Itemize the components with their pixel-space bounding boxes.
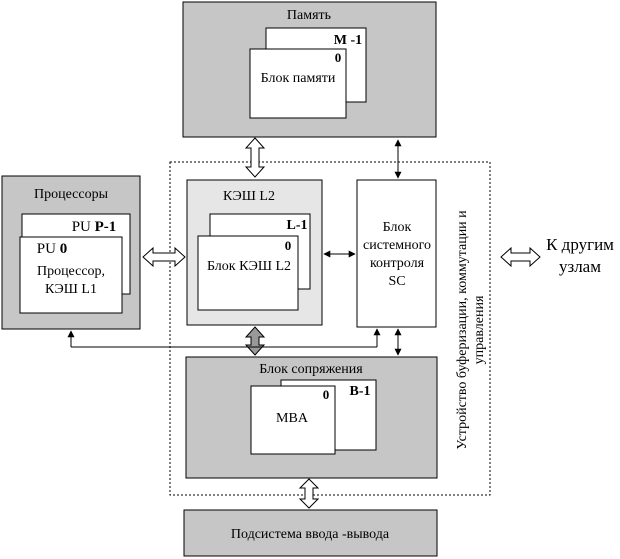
memory-bank-front — [249, 48, 347, 119]
cache-l2-index-last: L-1 — [287, 218, 308, 233]
processors-title: Процессоры — [34, 187, 109, 202]
switch-unit-line1: Устройство буферизации, коммутации и — [455, 210, 470, 450]
cache-l2-title: КЭШ L2 — [223, 189, 275, 204]
sc-line4: SC — [388, 274, 405, 289]
cache-interface-arrow — [244, 326, 266, 356]
cache-l2-index-first: 0 — [285, 238, 292, 253]
mba-label: MBA — [276, 411, 309, 426]
processor-front-label: PU 0 — [37, 241, 67, 257]
processors-block: Процессоры PU P-1 PU 0 Процессор, КЭШ L1 — [1, 175, 141, 330]
sc-line3: контроля — [370, 256, 425, 271]
sc-block: Блок системного контроля SC — [356, 179, 437, 328]
other-nodes-line1: К другим — [546, 235, 614, 254]
memory-title: Память — [287, 8, 331, 23]
switch-unit-line2: управления — [472, 295, 487, 364]
mba-index-first: 0 — [323, 387, 330, 402]
processor-front-line2: КЭШ L1 — [45, 282, 97, 297]
processors-cache-arrow — [142, 246, 186, 268]
switch-unit-label: Устройство буферизации, коммутации и упр… — [455, 210, 487, 450]
mba-index-last: B-1 — [350, 384, 371, 399]
memory-block-label: Блок памяти — [261, 71, 336, 86]
interface-block: Блок сопряжения B-1 0 MBA — [185, 356, 438, 479]
other-nodes-arrow — [500, 246, 541, 268]
processor-back-label: PU P-1 — [72, 219, 117, 235]
processor-front-line1: Процессор, — [37, 264, 105, 279]
mba-bank-front — [250, 385, 336, 455]
memory-index-first: 0 — [335, 50, 342, 65]
switch-unit-boundary — [169, 161, 491, 496]
io-subsystem-block: Подсистема ввода -вывода — [183, 509, 438, 557]
interface-io-arrow — [298, 478, 320, 509]
cache-l2-block: КЭШ L2 L-1 0 Блок КЭШ L2 — [186, 179, 323, 326]
sc-line2: системного — [363, 238, 431, 253]
cache-l2-block-label: Блок КЭШ L2 — [207, 259, 291, 274]
cache-l2-bank-front — [197, 235, 299, 311]
memory-block: Память M -1 0 Блок памяти — [182, 1, 437, 138]
processor-front — [19, 236, 123, 314]
io-title: Подсистема ввода -вывода — [231, 527, 390, 542]
memory-cache-arrow — [244, 137, 266, 178]
other-nodes-line2: узлам — [559, 257, 601, 276]
sc-line1: Блок — [383, 220, 412, 235]
interface-title: Блок сопряжения — [259, 362, 363, 377]
memory-index-last: M -1 — [334, 33, 362, 48]
